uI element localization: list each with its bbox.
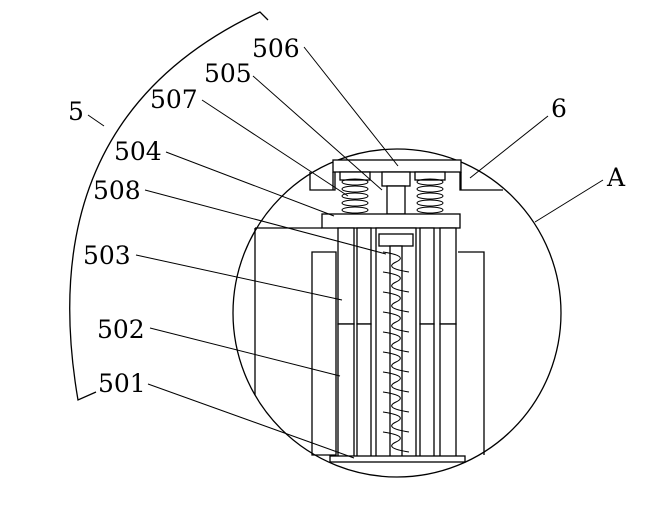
label-6: 6 xyxy=(551,94,567,123)
middle-plate xyxy=(321,213,461,229)
label-508: 508 xyxy=(93,176,141,205)
threaded-coil xyxy=(382,251,410,453)
label-506: 506 xyxy=(252,34,300,63)
detail-circle-a xyxy=(232,148,562,478)
label-5: 5 xyxy=(68,97,84,126)
outer-guide-housing xyxy=(254,228,485,456)
left-spring-holder xyxy=(339,171,371,181)
label-502: 502 xyxy=(97,315,145,344)
center-cap xyxy=(378,233,414,247)
right-spring xyxy=(416,178,444,214)
label-503: 503 xyxy=(83,241,131,270)
label-a: A xyxy=(606,163,626,192)
central-stem-lower xyxy=(386,185,406,215)
top-cap-plate xyxy=(332,159,462,173)
leader-lines xyxy=(87,46,604,459)
right-spring-holder xyxy=(414,171,446,181)
central-stem xyxy=(381,171,411,187)
housing-part-6 xyxy=(309,172,503,191)
label-505: 505 xyxy=(204,59,252,88)
base-plate xyxy=(329,455,466,463)
left-spring xyxy=(341,178,369,214)
label-501: 501 xyxy=(98,369,146,398)
outer-arc-part-5 xyxy=(69,11,269,401)
label-504: 504 xyxy=(114,137,162,166)
label-507: 507 xyxy=(150,85,198,114)
